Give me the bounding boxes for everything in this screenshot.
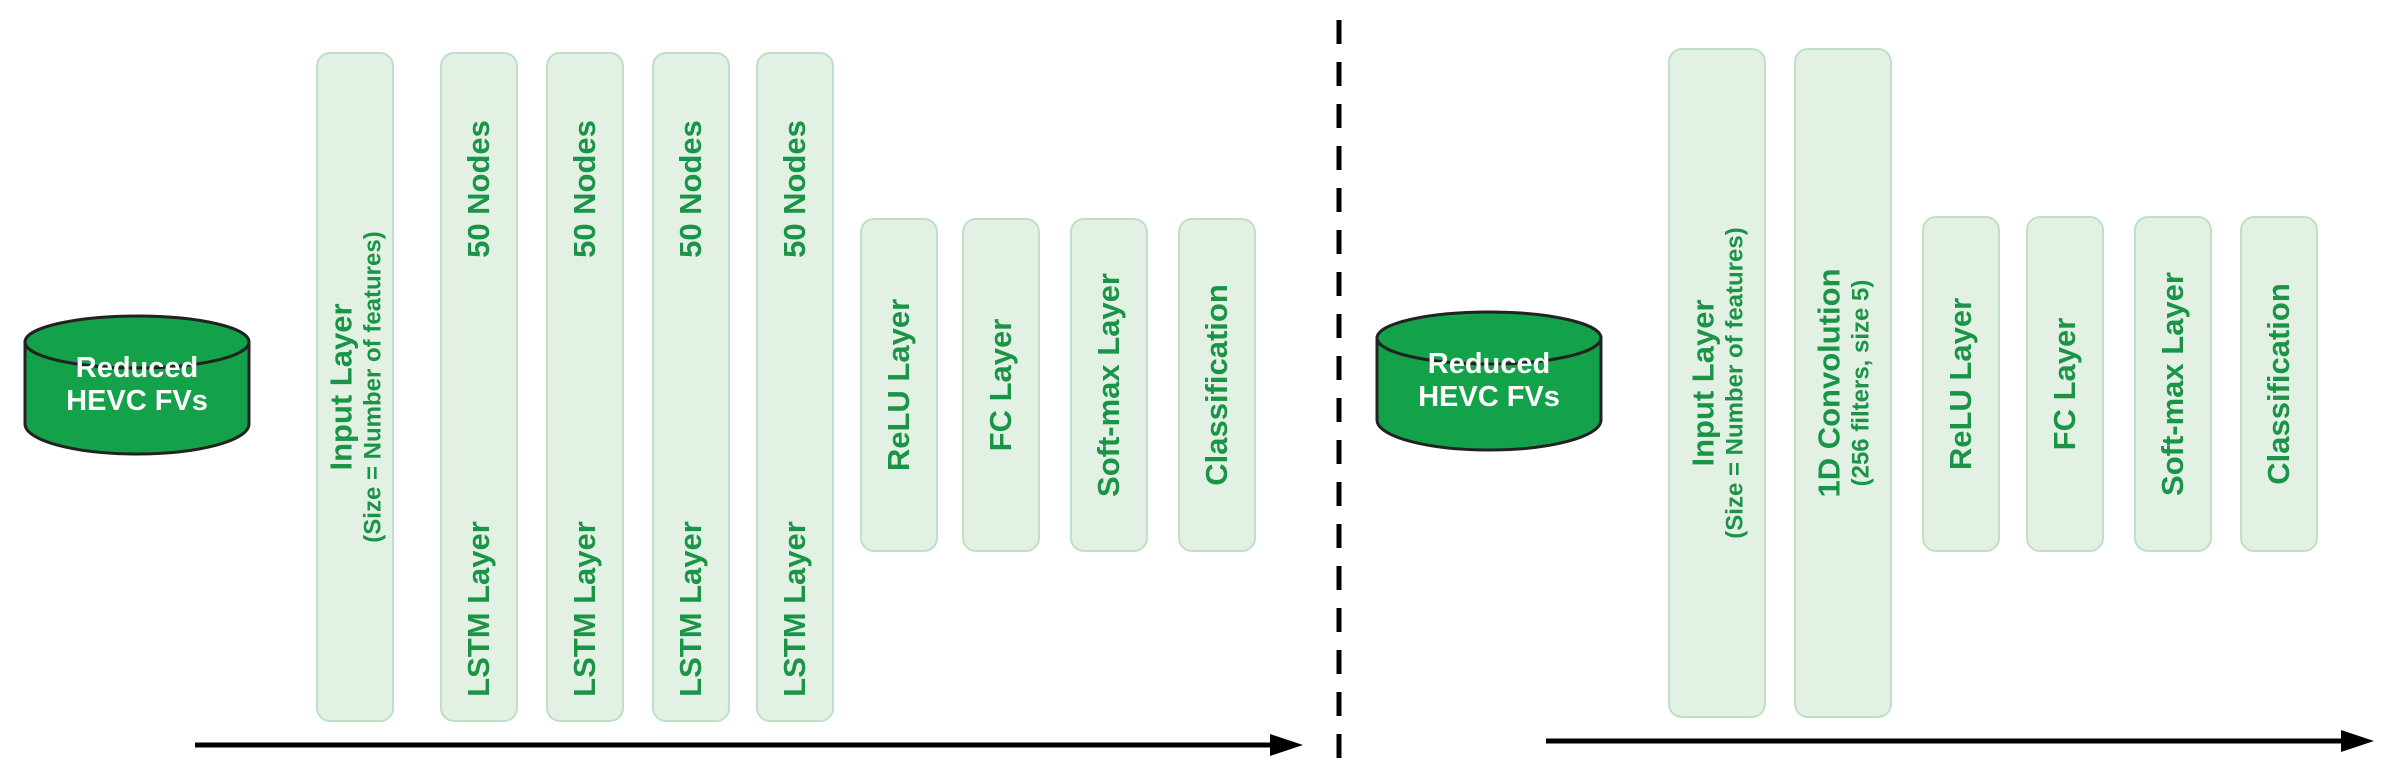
relu-layer-box: ReLU Layer (860, 218, 938, 552)
input-layer-subtitle: (Size = Number of features) (1721, 227, 1749, 539)
relu-layer-label: ReLU Layer (881, 298, 917, 472)
softmax-layer-box: Soft-max Layer (2134, 216, 2212, 552)
fc-layer-box: FC Layer (962, 218, 1040, 552)
lstm-nodes-label: 50 Nodes (673, 120, 708, 258)
classification-layer-label: Classification (2261, 283, 2297, 485)
flow-arrow (1546, 730, 2374, 752)
lstm-layer-box-4: 50 Nodes LSTM Layer (756, 52, 834, 722)
lstm-layer-label: LSTM Layer (673, 521, 708, 697)
softmax-layer-box: Soft-max Layer (1070, 218, 1148, 552)
lstm-layer-label: LSTM Layer (461, 521, 496, 697)
datastore-label-line2: HEVC FVs (66, 385, 208, 418)
input-layer-title: Input Layer (323, 303, 359, 471)
classification-layer-box: Classification (1178, 218, 1256, 552)
classification-layer-label: Classification (1199, 284, 1235, 486)
datastore-label-line2: HEVC FVs (1418, 381, 1560, 414)
database-icon (23, 314, 251, 456)
input-layer-title: Input Layer (1685, 299, 1721, 467)
reduced-hevc-fvs-datastore: Reduced HEVC FVs (22, 312, 252, 460)
database-icon (1375, 310, 1603, 452)
lstm-layer-box-2: 50 Nodes LSTM Layer (546, 52, 624, 722)
softmax-layer-label: Soft-max Layer (2155, 272, 2191, 496)
cnn-architecture-panel: Reduced HEVC FVs Input Layer (Size = Num… (1360, 0, 2381, 780)
relu-layer-box: ReLU Layer (1922, 216, 2000, 552)
conv1d-layer-title: 1D Convolution (1811, 268, 1847, 498)
lstm-nodes-label: 50 Nodes (567, 120, 602, 258)
conv1d-layer-box: 1D Convolution (256 filters, size 5) (1794, 48, 1892, 718)
lstm-layer-label: LSTM Layer (777, 521, 812, 697)
softmax-layer-label: Soft-max Layer (1091, 273, 1127, 497)
panel-divider (1336, 20, 1342, 760)
lstm-layer-label: LSTM Layer (567, 521, 602, 697)
datastore-label-line1: Reduced (75, 352, 199, 384)
datastore-label-line1: Reduced (1427, 348, 1551, 380)
fc-layer-box: FC Layer (2026, 216, 2104, 552)
input-layer-subtitle: (Size = Number of features) (359, 231, 387, 543)
reduced-hevc-fvs-datastore: Reduced HEVC FVs (1374, 308, 1604, 456)
fc-layer-label: FC Layer (2047, 317, 2083, 451)
lstm-architecture-panel: Reduced HEVC FVs Input Layer (Size = Num… (22, 52, 1303, 756)
lstm-layer-box-1: 50 Nodes LSTM Layer (440, 52, 518, 722)
lstm-layer-box-3: 50 Nodes LSTM Layer (652, 52, 730, 722)
classification-layer-box: Classification (2240, 216, 2318, 552)
input-layer-box: Input Layer (Size = Number of features) (1668, 48, 1766, 718)
flow-arrow (195, 734, 1303, 756)
input-layer-box: Input Layer (Size = Number of features) (316, 52, 394, 722)
lstm-nodes-label: 50 Nodes (461, 120, 496, 258)
lstm-nodes-label: 50 Nodes (777, 120, 812, 258)
conv1d-layer-subtitle: (256 filters, size 5) (1847, 279, 1875, 487)
relu-layer-label: ReLU Layer (1943, 297, 1979, 471)
fc-layer-label: FC Layer (983, 318, 1019, 452)
